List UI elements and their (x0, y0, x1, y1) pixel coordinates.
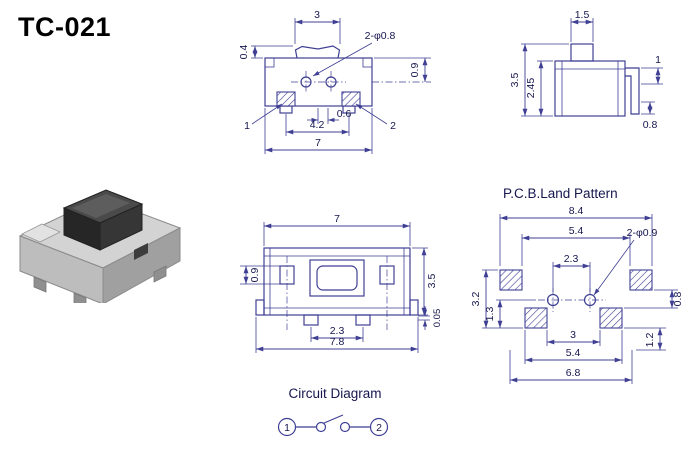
body-left-face (19, 235, 104, 303)
dim-bottom-width: 6.8 (566, 367, 581, 379)
side-view-drawing: 1.5 3.5 2.45 1 0.8 (509, 9, 663, 131)
dim-total-width: 7.8 (330, 336, 345, 348)
dim-holes-label: 2-φ0.8 (365, 30, 396, 42)
circuit-diagram: 1 2 (277, 414, 389, 437)
circuit-symbol: 1 2 (277, 414, 389, 437)
dim-pad-gap: 0.8 (672, 292, 684, 307)
pin2-label: 2 (390, 120, 396, 132)
front-view-body (255, 247, 419, 330)
button-front (316, 265, 358, 291)
dim-pad-span-bottom: 5.4 (566, 347, 581, 359)
side-view-dimensions: 1.5 3.5 2.45 1 0.8 (509, 9, 663, 131)
dim-pad-height: 1.2 (644, 333, 656, 348)
terminal-pad-1 (276, 91, 296, 107)
circuit-diagram-title: Circuit Diagram (288, 386, 382, 401)
dim-body-width: 7 (334, 213, 340, 225)
dim-pin-span: 4.2 (310, 119, 325, 131)
switch-blade (323, 414, 344, 424)
button-highlight (72, 194, 130, 218)
terminal-2-label: 2 (376, 422, 382, 434)
dim-height: 3.5 (426, 274, 438, 289)
body-right-face (102, 227, 181, 303)
dim-standoff: 0.05 (432, 309, 443, 328)
front-view-dimensions: 7 0.9 3.5 0.05 2.3 7.8 (240, 213, 443, 353)
dim-hole-span: 2.3 (564, 253, 579, 265)
top-view-body (264, 45, 373, 114)
dim-hole-offset: 0.9 (409, 63, 421, 78)
dim-body-height: 2.45 (525, 78, 537, 99)
side-pin (625, 67, 640, 115)
page-title: TC-021 (18, 12, 112, 42)
pcb-land-pattern-drawing: 8.4 5.4 2.3 2-φ0.9 3.2 1.3 0.8 1.2 3 (470, 205, 684, 384)
pcb-pattern-title: P.C.B.Land Pattern (503, 186, 618, 201)
dim-total-height: 3.5 (509, 73, 521, 88)
foot (33, 276, 47, 293)
terminal-1-label: 1 (284, 422, 290, 434)
dim-notch: 0.6 (337, 108, 352, 120)
dim-contact-span: 2.3 (330, 325, 345, 337)
dim-total-width: 8.4 (569, 205, 584, 217)
product-photo (18, 189, 182, 303)
body-ledge (21, 223, 61, 243)
dim-height: 3.2 (470, 292, 482, 307)
dim-button-width: 1.5 (575, 9, 590, 21)
dim-slot: 0.9 (249, 268, 261, 283)
side-hole (134, 243, 148, 260)
pcb-holes (538, 288, 606, 312)
dim-pin-drop: 1 (655, 54, 661, 66)
front-view-drawing: 7 0.9 3.5 0.05 2.3 7.8 (240, 213, 443, 353)
top-view-dimensions: 3 0.4 2-φ0.8 0.9 1 2 0.6 4.2 7 (238, 9, 431, 154)
dim-pad-span-top: 5.4 (569, 225, 584, 237)
pcb-dimensions: 8.4 5.4 2.3 2-φ0.9 3.2 1.3 0.8 1.2 3 (470, 205, 684, 384)
button-right-face (99, 203, 143, 251)
pcb-pads (499, 269, 653, 329)
dim-body-width: 7 (315, 137, 321, 149)
dim-hole-offset: 1.3 (484, 307, 496, 322)
foot (73, 292, 87, 303)
dim-inner-span: 3 (570, 329, 576, 341)
switch-button-render (62, 189, 144, 251)
top-view-drawing: 3 0.4 2-φ0.8 0.9 1 2 0.6 4.2 7 (238, 9, 431, 154)
foot (153, 265, 167, 283)
dim-holes-label: 2-φ0.9 (627, 227, 658, 239)
top-view-holes (291, 71, 431, 93)
terminal-pad-2 (341, 91, 361, 107)
dim-step: 0.4 (238, 45, 250, 60)
dim-pin-foot: 0.8 (643, 119, 658, 131)
pin1-label: 1 (244, 120, 250, 132)
dim-tab-width: 3 (314, 9, 320, 21)
side-view-body (554, 43, 640, 117)
